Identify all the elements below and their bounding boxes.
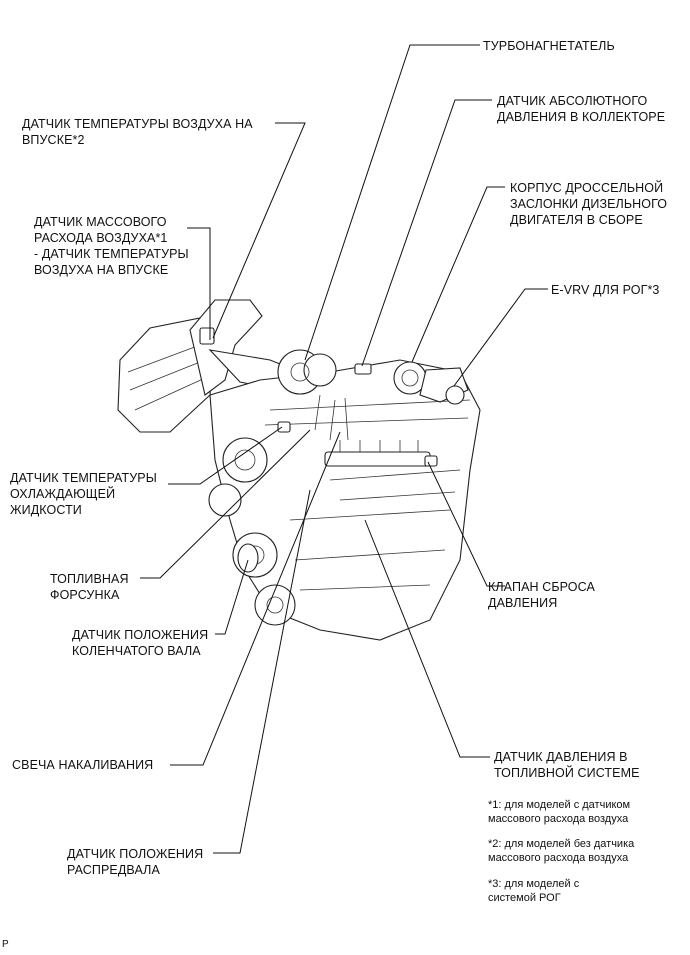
label-coolant-temp: ДАТЧИК ТЕМПЕРАТУРЫ ОХЛАЖДАЮЩЕЙ ЖИДКОСТИ	[10, 471, 157, 517]
label-glow-plug: СВЕЧА НАКАЛИВАНИЯ	[12, 758, 154, 772]
engine-illustration	[117, 299, 481, 641]
label-crank-sensor: ДАТЧИК ПОЛОЖЕНИЯ КОЛЕНЧАТОГО ВАЛА	[72, 628, 209, 658]
note-2: *2: для моделей без датчика массового ра…	[488, 838, 635, 864]
leader-lines	[140, 44, 548, 854]
label-fuel-pressure: ДАТЧИК ДАВЛЕНИЯ В ТОПЛИВНОЙ СИСТЕМЕ	[494, 750, 640, 780]
label-evrv: E-VRV ДЛЯ РОГ*3	[551, 283, 660, 297]
label-maf-sensor: ДАТЧИК МАССОВОГО РАСХОДА ВОЗДУХА*1 - ДАТ…	[34, 215, 189, 277]
corner-mark: P	[2, 939, 9, 950]
label-pressure-relief: КЛАПАН СБРОСА ДАВЛЕНИЯ	[488, 580, 595, 610]
label-turbocharger: ТУРБОНАГНЕТАТЕЛЬ	[483, 39, 615, 53]
note-3: *3: для моделей с системой РОГ	[488, 878, 580, 904]
label-map-sensor: ДАТЧИК АБСОЛЮТНОГО ДАВЛЕНИЯ В КОЛЛЕКТОРЕ	[497, 94, 666, 124]
label-cam-sensor: ДАТЧИК ПОЛОЖЕНИЯ РАСПРЕДВАЛА	[67, 847, 204, 877]
note-1: *1: для моделей с датчиком массового рас…	[488, 799, 631, 825]
label-intake-air-temp: ДАТЧИК ТЕМПЕРАТУРЫ ВОЗДУХА НА ВПУСКЕ*2	[22, 117, 253, 147]
label-fuel-injector: ТОПЛИВНАЯ ФОРСУНКА	[50, 572, 129, 602]
label-throttle-body: КОРПУС ДРОССЕЛЬНОЙ ЗАСЛОНКИ ДИЗЕЛЬНОГО Д…	[510, 181, 668, 227]
